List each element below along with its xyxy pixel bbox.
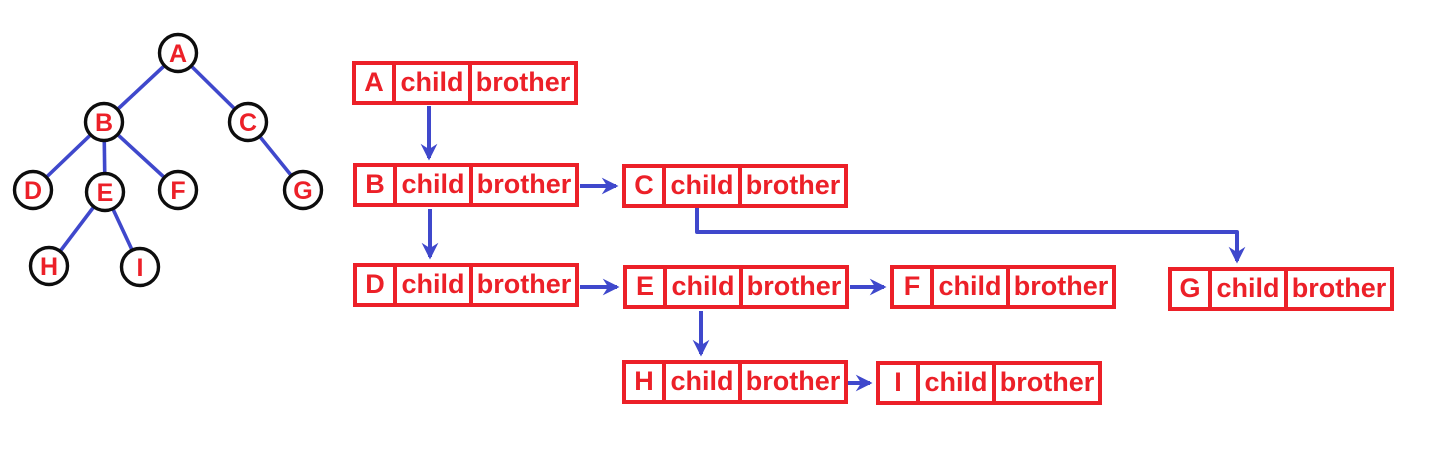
record-child-cell: child [663, 265, 743, 309]
record-brother-cell: brother [992, 361, 1102, 405]
record-child-cell: child [916, 361, 996, 405]
record-brother-cell: brother [738, 360, 848, 404]
record-key-cell: B [353, 163, 397, 207]
record-node-C: C child brother [622, 164, 848, 208]
tree-node-label-a: A [169, 40, 187, 68]
tree-node-circle-c [227, 101, 269, 143]
tree-node-circle-e [84, 171, 126, 213]
tree-node-label-e: E [97, 179, 114, 207]
tree-node-label-g: G [293, 177, 312, 205]
arrow-c-child-to-g [695, 208, 1246, 264]
record-node-H: H child brother [622, 360, 848, 404]
record-child-cell: child [393, 263, 473, 307]
record-node-E: E child brother [623, 265, 849, 309]
record-node-A: A child brother [352, 61, 578, 105]
tree-node-circle-h [28, 245, 70, 287]
record-brother-cell: brother [469, 263, 579, 307]
tree-node-circle-i [119, 246, 161, 288]
tree-node-label-d: D [24, 177, 42, 205]
record-child-cell: child [1208, 267, 1288, 311]
record-key-cell: G [1168, 267, 1212, 311]
record-node-G: G child brother [1168, 267, 1394, 311]
record-key-cell: E [623, 265, 667, 309]
record-brother-cell: brother [739, 265, 849, 309]
record-child-cell: child [662, 360, 742, 404]
tree-node-circle-b [83, 101, 125, 143]
tree-node-circle-f [157, 169, 199, 211]
record-node-B: B child brother [353, 163, 579, 207]
record-key-cell: I [876, 361, 920, 405]
record-node-I: I child brother [876, 361, 1102, 405]
record-brother-cell: brother [1006, 265, 1116, 309]
tree-node-label-f: F [170, 177, 185, 205]
tree-node-label-c: C [239, 109, 257, 137]
tree-node-label-h: H [40, 253, 58, 281]
record-child-cell: child [662, 164, 742, 208]
tree-node-label-i: I [137, 254, 144, 282]
record-brother-cell: brother [468, 61, 578, 105]
record-child-cell: child [930, 265, 1010, 309]
tree-node-label-b: B [95, 109, 113, 137]
record-child-cell: child [392, 61, 472, 105]
record-key-cell: C [622, 164, 666, 208]
record-node-F: F child brother [890, 265, 1116, 309]
tree-node-circle-g [282, 169, 324, 211]
record-key-cell: A [352, 61, 396, 105]
record-brother-cell: brother [738, 164, 848, 208]
record-key-cell: D [353, 263, 397, 307]
tree-node-circle-d [12, 169, 54, 211]
record-key-cell: H [622, 360, 666, 404]
record-key-cell: F [890, 265, 934, 309]
record-brother-cell: brother [469, 163, 579, 207]
record-child-cell: child [393, 163, 473, 207]
tree-node-circle-a [157, 32, 199, 74]
record-node-D: D child brother [353, 263, 579, 307]
record-brother-cell: brother [1284, 267, 1394, 311]
